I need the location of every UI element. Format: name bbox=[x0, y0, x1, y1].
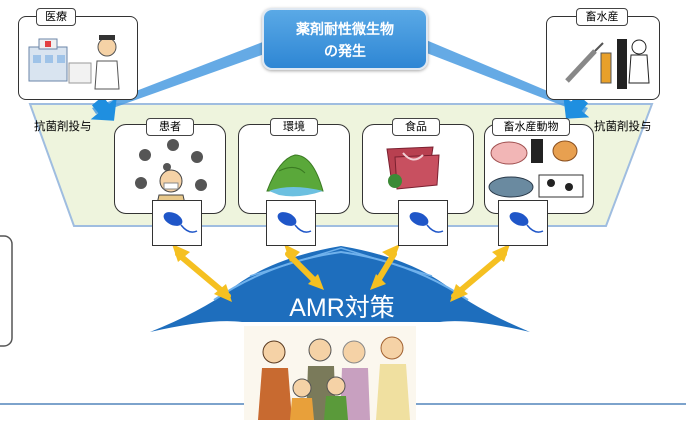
arrow-left-down bbox=[90, 96, 117, 121]
category-card-environment bbox=[238, 124, 350, 214]
amr-emergence-title: 薬剤耐性微生物 の発生 bbox=[262, 8, 428, 70]
title-line-1: 薬剤耐性微生物 bbox=[296, 22, 394, 38]
category-label-patient: 患者 bbox=[146, 118, 194, 136]
medical-source-label: 医療 bbox=[36, 8, 76, 26]
meat-icon bbox=[386, 146, 440, 190]
microbe-box-environment bbox=[266, 200, 316, 246]
hospital-doctor-icon bbox=[28, 35, 120, 90]
arrow-right-down bbox=[563, 94, 590, 119]
category-card-livestock bbox=[484, 124, 594, 214]
bacterium-icon bbox=[163, 212, 198, 233]
amr-cloud bbox=[150, 246, 530, 332]
livestock-animals-icon bbox=[488, 139, 584, 198]
medical-source-box bbox=[18, 16, 138, 100]
microbe-box-patient bbox=[152, 200, 202, 246]
livestock-source-box bbox=[546, 16, 660, 100]
title-line-2: の発生 bbox=[324, 44, 366, 60]
bacterium-icon bbox=[409, 212, 444, 233]
category-card-food bbox=[362, 124, 474, 214]
category-label-food: 食品 bbox=[392, 118, 440, 136]
livestock-source-label: 畜水産 bbox=[576, 8, 628, 26]
syringe-vet-icon bbox=[565, 39, 650, 89]
antibiotic-admin-label-right: 抗菌剤投与 bbox=[594, 119, 652, 133]
family-icon bbox=[258, 336, 410, 420]
yellow-arrowheads bbox=[172, 244, 510, 302]
family-illustration bbox=[244, 326, 416, 420]
bacterium-icon bbox=[509, 212, 544, 233]
microbe-box-livestock bbox=[498, 200, 548, 246]
category-label-livestock: 畜水産動物 bbox=[492, 118, 570, 136]
bacterium-icon bbox=[277, 212, 312, 233]
amr-measures-label: AMR対策 bbox=[289, 294, 395, 322]
antibiotic-admin-label-left: 抗菌剤投与 bbox=[34, 119, 92, 133]
side-frame bbox=[0, 235, 13, 347]
category-label-environment: 環境 bbox=[270, 118, 318, 136]
mountain-river-icon bbox=[266, 154, 324, 197]
microbe-box-food bbox=[398, 200, 448, 246]
